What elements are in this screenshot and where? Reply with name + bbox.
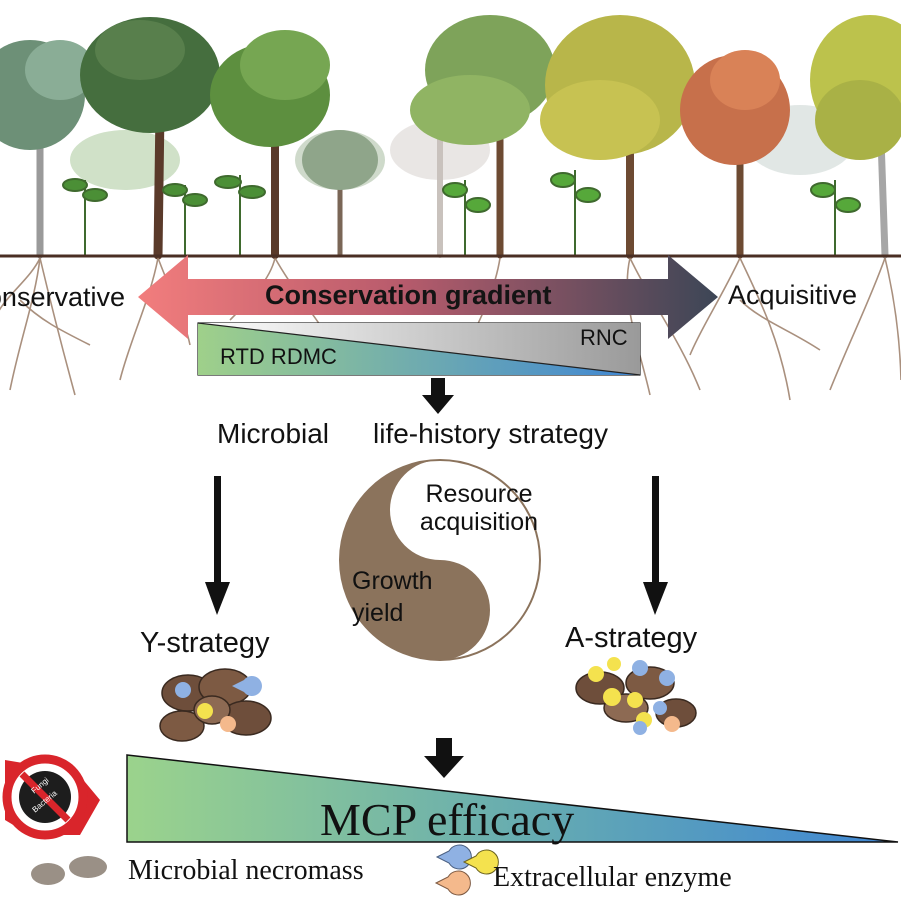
mcp-efficacy-wedge (126, 754, 899, 843)
enzyme-legend-label: Extracellular enzyme (493, 862, 732, 893)
y-strategy-label: Y-strategy (140, 627, 270, 659)
enzyme-legend-icon (434, 844, 499, 896)
down-arrow-y-strategy (205, 476, 230, 615)
rnc-label: RNC (580, 325, 628, 350)
acquisitive-label: Acquisitive (728, 280, 858, 310)
resource-acquisition-label: Resource acquisition (419, 480, 539, 536)
down-arrow-bottom (424, 738, 464, 778)
growth-yield-label: Growth yield (352, 567, 433, 627)
rtd-rdmc-label: RTD RDMC (220, 344, 337, 369)
mcp-efficacy-label: MCP efficacy (320, 794, 575, 845)
fungi-bacteria-badge (2, 754, 100, 840)
microbial-label: Microbial (217, 418, 330, 449)
life-history-strategy-label: life-history strategy (373, 418, 608, 449)
conservation-gradient-arrow (138, 255, 718, 339)
necromass-legend-icon (31, 856, 107, 885)
a-strategy-microbe-cluster (575, 657, 697, 735)
a-strategy-label: A-strategy (565, 622, 698, 654)
down-arrow-top (422, 378, 454, 414)
root-trait-wedges (197, 322, 641, 376)
forest-illustration (0, 15, 901, 401)
yin-yang-symbol (339, 459, 541, 661)
necromass-legend-label: Microbial necromass (128, 855, 364, 886)
y-strategy-microbe-cluster (159, 668, 272, 742)
down-arrow-a-strategy (643, 476, 668, 615)
conservative-label: Conservative (0, 282, 125, 312)
conservation-gradient-label: Conservation gradient (265, 280, 552, 310)
